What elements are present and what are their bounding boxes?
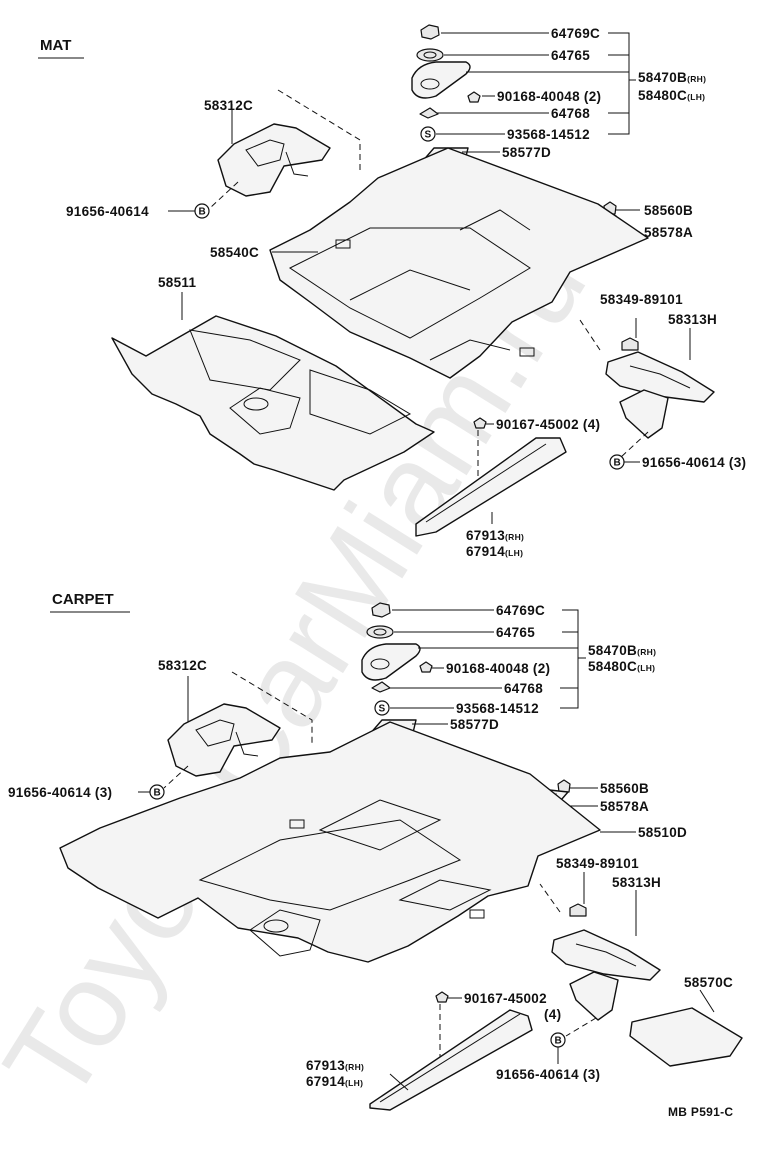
figure-code: MB P591-C (668, 1105, 733, 1119)
carpet-label-58578a: 58578A (600, 799, 649, 814)
mat-label-58577d: 58577D (502, 145, 551, 160)
mat-label-58470b: 58470B(RH) (638, 70, 706, 85)
mat-label-58511: 58511 (158, 275, 196, 290)
mat-label-58578a: 58578A (644, 225, 693, 240)
carpet-label-93568: 93568-14512 (456, 701, 539, 716)
mat-clip-90167 (473, 417, 487, 429)
mat-bolt-symbol-a: B (199, 207, 206, 218)
carpet-label-58480c: 58480C(LH) (588, 659, 655, 674)
carpet-label-64765: 64765 (496, 625, 535, 640)
carpet-label-64768: 64768 (504, 681, 543, 696)
carpet-label-58470b: 58470B(RH) (588, 643, 656, 658)
carpet-label-90168: 90168-40048 (2) (446, 661, 550, 676)
mat-label-58560b: 58560B (644, 203, 693, 218)
carpet-label-58577d: 58577D (450, 717, 499, 732)
mat-cap-64769c (420, 24, 440, 40)
carpet-clip-64768 (371, 681, 391, 693)
mat-clip-64768 (419, 107, 439, 119)
mat-label-90168: 90168-40048 (2) (497, 89, 601, 104)
carpet-screw-symbol: S (379, 704, 386, 715)
mat-label-91656a: 91656-40614 (66, 204, 149, 219)
mat-scuff-plate-67913 (415, 437, 567, 537)
carpet-bolt-symbol-a: B (154, 788, 161, 799)
mat-bracket-58313h (605, 351, 715, 439)
carpet-clip-58560b (557, 779, 571, 793)
carpet-label-91656b: 91656-40614 (3) (496, 1067, 600, 1082)
mat-floor-58540c (269, 147, 649, 379)
carpet-label-67913: 67913(RH) (306, 1058, 364, 1073)
carpet-bracket-58312c (167, 703, 281, 777)
carpet-label-58560b: 58560B (600, 781, 649, 796)
mat-label-64768: 64768 (551, 106, 590, 121)
mat-label-90167: 90167-45002 (4) (496, 417, 600, 432)
mat-label-91656b: 91656-40614 (3) (642, 455, 746, 470)
mat-label-67913: 67913(RH) (466, 528, 524, 543)
carpet-label-58312c: 58312C (158, 658, 207, 673)
carpet-bracket-58313h (551, 929, 661, 1021)
mat-floor-58511 (111, 315, 435, 491)
carpet-bolt-symbol-b: B (555, 1036, 562, 1047)
carpet-bezel-58470b (361, 643, 421, 681)
carpet-ring-64765 (366, 625, 394, 639)
carpet-cap-64769c (371, 602, 391, 618)
mat-screw-icon (420, 126, 436, 142)
carpet-label-90167-qty: (4) (544, 1007, 561, 1022)
section-title-mat: MAT (40, 37, 71, 54)
mat-label-93568: 93568-14512 (507, 127, 590, 142)
mat-label-58540c: 58540C (210, 245, 259, 260)
mat-bracket-58312c (217, 123, 331, 197)
carpet-label-90167: 90167-45002 (464, 991, 547, 1006)
carpet-screw-icon (374, 700, 390, 716)
carpet-clip-90167 (435, 991, 449, 1003)
mat-ring-64765 (416, 48, 444, 62)
mat-label-64769c: 64769C (551, 26, 600, 41)
mat-label-58480c: 58480C(LH) (638, 88, 705, 103)
carpet-label-91656a: 91656-40614 (3) (8, 785, 112, 800)
carpet-clip-58349 (569, 903, 587, 917)
carpet-label-58349: 58349-89101 (556, 856, 639, 871)
mat-label-58313h: 58313H (668, 312, 717, 327)
carpet-floor-58510d (59, 721, 601, 963)
carpet-label-58570c: 58570C (684, 975, 733, 990)
mat-label-58312c: 58312C (204, 98, 253, 113)
carpet-scuff-plate-67913 (369, 1009, 533, 1111)
carpet-clip-90168 (419, 661, 433, 673)
carpet-mat-58570c (629, 1007, 743, 1067)
carpet-label-64769c: 64769C (496, 603, 545, 618)
carpet-label-58510d: 58510D (638, 825, 687, 840)
carpet-label-58313h: 58313H (612, 875, 661, 890)
mat-label-58349: 58349-89101 (600, 292, 683, 307)
mat-label-64765: 64765 (551, 48, 590, 63)
mat-screw-symbol: S (425, 130, 432, 141)
mat-bezel-58470b (411, 61, 471, 99)
section-title-carpet: CARPET (52, 591, 114, 608)
mat-clip-58349 (621, 337, 639, 351)
mat-label-67914: 67914(LH) (466, 544, 523, 559)
mat-clip-90168 (467, 91, 481, 103)
carpet-label-67914: 67914(LH) (306, 1074, 363, 1089)
mat-bolt-symbol-b: B (614, 458, 621, 469)
